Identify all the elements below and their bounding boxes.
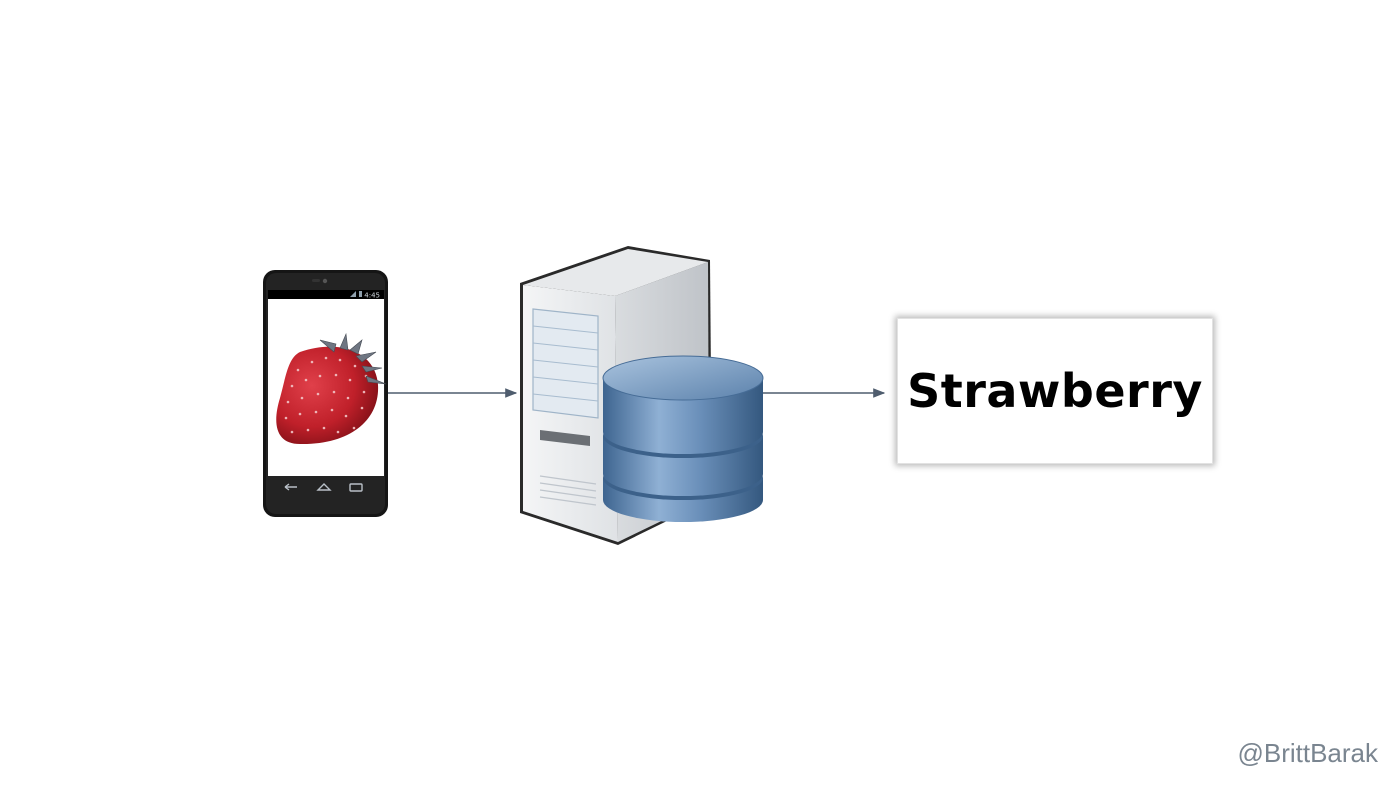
- result-label: Strawberry: [907, 364, 1203, 418]
- battery-icon: [359, 291, 362, 297]
- phone-nav-bar: [284, 483, 363, 492]
- result-box: Strawberry: [897, 318, 1213, 464]
- phone-status-time: 4:45: [364, 292, 380, 300]
- home-icon: [316, 483, 332, 491]
- database-cylinder-icon: [602, 355, 764, 522]
- strawberry-image: [276, 332, 387, 445]
- signal-icon: [350, 291, 356, 297]
- recents-icon: [349, 483, 363, 492]
- phone-status-bar: [268, 290, 384, 299]
- author-credit: @BrittBarak: [1237, 738, 1378, 768]
- drive-slot: [540, 430, 590, 446]
- phone-icon: 4:45: [263, 270, 388, 517]
- back-icon: [284, 483, 297, 491]
